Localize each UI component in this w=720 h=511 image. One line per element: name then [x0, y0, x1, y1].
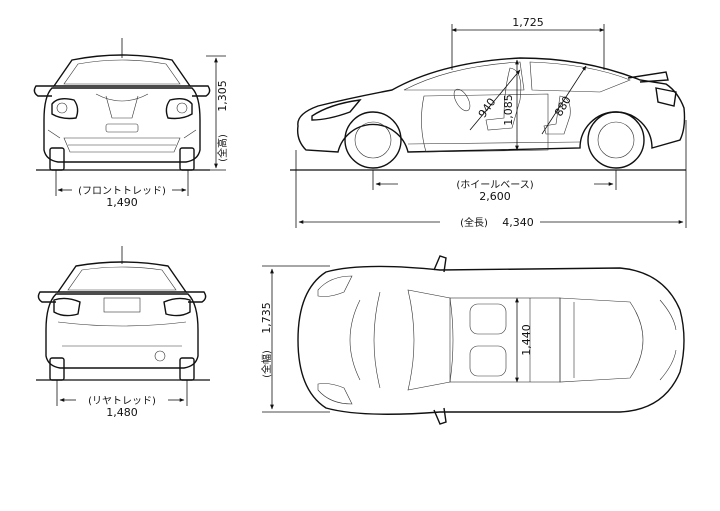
- interior-height-value: 1,085: [502, 94, 515, 126]
- rear-view: [36, 246, 210, 406]
- overall-length-value: 4,340: [502, 216, 534, 229]
- overall-length-label: (全長): [460, 216, 488, 229]
- interior-width-value: 1,440: [520, 324, 533, 356]
- overall-height-value: 1,305: [216, 80, 229, 112]
- rear-tread-value: 1,480: [106, 406, 138, 419]
- front-view: [33, 38, 226, 196]
- side-view: [290, 24, 687, 228]
- interior-length-value: 1,725: [512, 16, 544, 29]
- overall-width-label: (全幅): [260, 350, 273, 378]
- front-tread-label: (フロントトレッド): [78, 186, 166, 197]
- rear-tread-label: (リヤトレッド): [88, 396, 156, 407]
- wheelbase-value: 2,600: [479, 190, 511, 203]
- overall-height-label: (全高): [216, 134, 229, 162]
- front-tread-value: 1,490: [106, 196, 138, 209]
- overall-width-value: 1,735: [260, 302, 273, 334]
- rear-seat-dim-value: 880: [552, 94, 574, 119]
- top-view: [262, 255, 685, 425]
- wheelbase-label: (ホイールベース): [456, 179, 533, 191]
